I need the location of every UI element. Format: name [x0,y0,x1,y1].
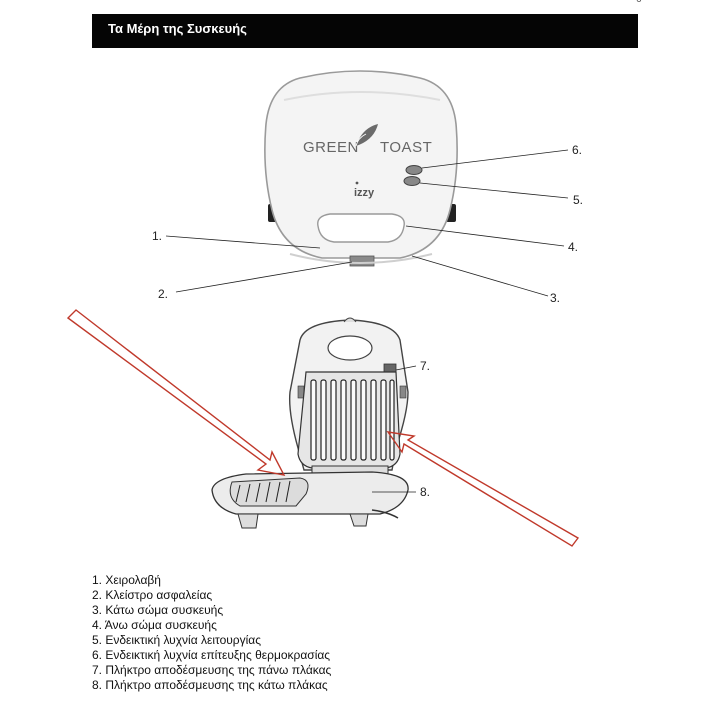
upper-body [264,70,458,259]
legend-item: 6. Ενδεικτική λυχνία επίτευξης θερμοκρασ… [92,648,331,662]
legend-item: 3. Κάτω σώμα συσκευής [92,603,224,617]
handle [317,213,405,243]
page-number: 6 [636,0,642,5]
power-indicator-light [403,176,421,186]
safety-lock [349,255,375,267]
legend-item: 4. Άνω σώμα συσκευής [92,618,217,632]
brand-logo-green: GREEN [303,139,359,156]
callout-7: 7. [420,359,430,373]
legend-item: 5. Ενδεικτική λυχνία λειτουργίας [92,633,262,647]
legend-item: 8. Πλήκτρο αποδέσμευσης της κάτω πλάκας [92,678,328,692]
legend-item: 2. Κλείστρο ασφαλείας [92,588,213,602]
section-title: Τα Μέρη της Συσκευής [108,21,247,36]
callout-3: 3. [550,291,560,305]
closed-sandwich-maker: GREEN TOAST izzy [264,70,458,267]
parts-legend: 1. Χειρολαβή 2. Κλείστρο ασφαλείας 3. Κά… [92,573,331,693]
leader-lines-bottom [372,365,417,493]
callout-5: 5. [573,193,583,207]
red-arrow-right [386,431,580,547]
section-header: Τα Μέρη της Συσκευής [92,14,638,48]
brand-logo-toast: TOAST [380,139,432,156]
lower-plate [229,477,309,507]
temperature-indicator-light [405,165,423,175]
red-arrow-left [66,309,286,476]
leader-lines-top [165,149,569,297]
callout-4: 4. [568,240,578,254]
callout-2: 2. [158,287,168,301]
maker-logo: izzy [354,187,375,199]
legend-item: 1. Χειρολαβή [92,573,161,587]
open-sandwich-maker [211,317,409,529]
legend-item: 7. Πλήκτρο αποδέσμευσης της πάνω πλάκας [92,663,332,677]
leaf-icon [356,124,378,146]
callout-1: 1. [152,229,162,243]
callout-6: 6. [572,143,582,157]
callout-8: 8. [420,485,430,499]
